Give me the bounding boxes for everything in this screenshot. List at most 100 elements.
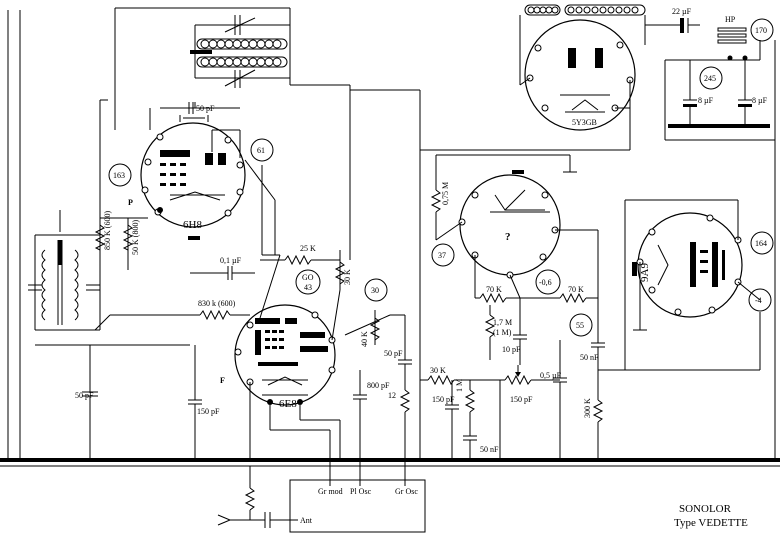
cap-50pf-top: 50 pF (160, 104, 240, 113)
svg-text:0,5 µF: 0,5 µF (540, 371, 562, 380)
svg-text:50 K (800): 50 K (800) (131, 220, 140, 255)
cap-50pf-mid: 50 pF (384, 315, 412, 380)
test-point-minus-0-6: -0,6 (535, 269, 561, 295)
svg-text:25 K: 25 K (300, 244, 316, 253)
cap-150pf-b: 150 pF (432, 380, 459, 460)
svg-text:22 µF: 22 µF (672, 7, 692, 16)
svg-text:12: 12 (388, 391, 396, 400)
svg-text:40 K: 40 K (360, 331, 369, 347)
svg-text:HP: HP (725, 15, 736, 24)
svg-text:245: 245 (704, 74, 716, 83)
svg-text:0,1 µF: 0,1 µF (220, 256, 242, 265)
svg-text:37: 37 (438, 251, 446, 260)
svg-text:800 pF: 800 pF (367, 381, 390, 390)
svg-text:61: 61 (257, 146, 265, 155)
test-point-245: 245 (699, 66, 723, 90)
resistor-25k: 25 K (260, 244, 340, 266)
svg-text:1,7 M: 1,7 M (493, 318, 512, 327)
svg-text:Gr mod: Gr mod (318, 487, 343, 496)
tube-9a9-label: 9A9 (639, 263, 651, 282)
resistor-30k-a: 30 K (334, 250, 352, 290)
resistor-40k: 40 K (360, 310, 381, 347)
svg-text:0,75 M: 0,75 M (441, 182, 450, 205)
cap-150pf-a: 150 pF (188, 345, 220, 460)
test-point-170: 170 (750, 18, 774, 42)
tube-5y3gb-label: 5Y3GB (572, 118, 597, 127)
svg-text:-0,6: -0,6 (539, 278, 552, 287)
svg-text:70 K: 70 K (486, 285, 502, 294)
svg-text:30: 30 (371, 286, 379, 295)
cap-50pf-left: 50 pF (75, 345, 98, 460)
volume-potentiometer: 150 pF (500, 365, 560, 404)
cap-22uf: 22 µF (645, 7, 700, 33)
svg-text:GO: GO (302, 273, 314, 282)
svg-text:Gr Osc: Gr Osc (395, 487, 418, 496)
svg-text:8 µF: 8 µF (698, 96, 714, 105)
svg-text:1 M: 1 M (455, 379, 464, 392)
title-line-1: SONOLOR (679, 503, 732, 515)
resistor-50k: 50 K (800) (122, 218, 140, 270)
tube-5y3gb: 5Y3GB (519, 4, 646, 131)
resistor-1m: 1 M (455, 379, 476, 430)
svg-text:150 pF: 150 pF (197, 407, 220, 416)
resistor-70k-b: 70 K (520, 285, 598, 304)
resistor-850k: 850 K (600) (94, 211, 112, 260)
resistor-0-75m: 0,75 M (430, 155, 450, 240)
svg-text:Ant: Ant (300, 516, 313, 525)
resistor-830k: 830 k (600) (94, 299, 250, 331)
resistor-300k: 300 K (583, 395, 604, 460)
test-point-minus-4: -4 (748, 288, 772, 312)
svg-text:163: 163 (113, 171, 125, 180)
cap-10pf: 10 pF (502, 298, 527, 365)
tube-unknown-label: ? (505, 231, 511, 243)
f-label: F (220, 376, 225, 385)
svg-text:Pl Osc: Pl Osc (350, 487, 372, 496)
cap-8uf-a: 8 µF (683, 60, 714, 125)
svg-text:(1 M): (1 M) (493, 328, 512, 337)
p-label: P (128, 198, 133, 207)
svg-text:50 pF: 50 pF (384, 349, 403, 358)
oscillator-block: Gr mod Pl Osc Gr Osc Ant (289, 460, 426, 533)
cap-800pf: 800 pF (353, 370, 390, 480)
tube-6e8-label: 6E8 (279, 398, 297, 410)
svg-text:10 pF: 10 pF (502, 345, 521, 354)
svg-text:50 pF: 50 pF (75, 391, 94, 400)
tube-6h8: 6H8 (140, 102, 246, 240)
svg-text:164: 164 (755, 239, 767, 248)
cap-8uf-b: 8 µF (738, 60, 768, 125)
if-transformer (28, 210, 190, 346)
svg-text:150 pF: 150 pF (510, 395, 533, 404)
svg-text:50 pF: 50 pF (196, 104, 215, 113)
svg-text:300 K: 300 K (583, 398, 592, 418)
svg-text:50 nF: 50 nF (480, 445, 499, 454)
speaker-hp: HP (717, 15, 748, 61)
cap-50nf-a: 50 nF (463, 430, 499, 460)
svg-text:55: 55 (576, 321, 584, 330)
cap-0-5uf: 0,5 µF (540, 340, 567, 460)
test-point-61: 61 (250, 138, 274, 162)
tube-6e8: 6E8 (234, 304, 336, 410)
resistor-30k-b: 30 K (420, 366, 500, 386)
svg-text:30 K: 30 K (430, 366, 446, 375)
title-line-2: Type VEDETTE (674, 517, 748, 529)
cap-50nf-b: 50 nF (580, 298, 605, 395)
tube-unknown: ? (458, 170, 561, 279)
test-point-30: 30 (364, 278, 388, 302)
svg-text:43: 43 (304, 283, 312, 292)
tube-6h8-label: 6H8 (183, 219, 202, 231)
test-point-55: 55 (569, 313, 593, 337)
svg-text:70 K: 70 K (568, 285, 584, 294)
svg-text:850 K (600): 850 K (600) (103, 211, 112, 250)
test-point-164: 164 (750, 231, 774, 255)
svg-text:30 K: 30 K (343, 269, 352, 285)
antenna-input (217, 466, 298, 528)
test-point-163: 163 (108, 163, 132, 187)
tube-9a9: 9A9 (632, 212, 743, 318)
resistor-12: 12 (388, 380, 411, 480)
test-point-go43: GO 43 (295, 269, 321, 295)
resistor-1-7m: 1,7 M (1 M) (484, 305, 512, 360)
top-coil-assembly (114, 7, 351, 260)
svg-text:170: 170 (755, 26, 767, 35)
svg-text:-4: -4 (755, 296, 762, 305)
